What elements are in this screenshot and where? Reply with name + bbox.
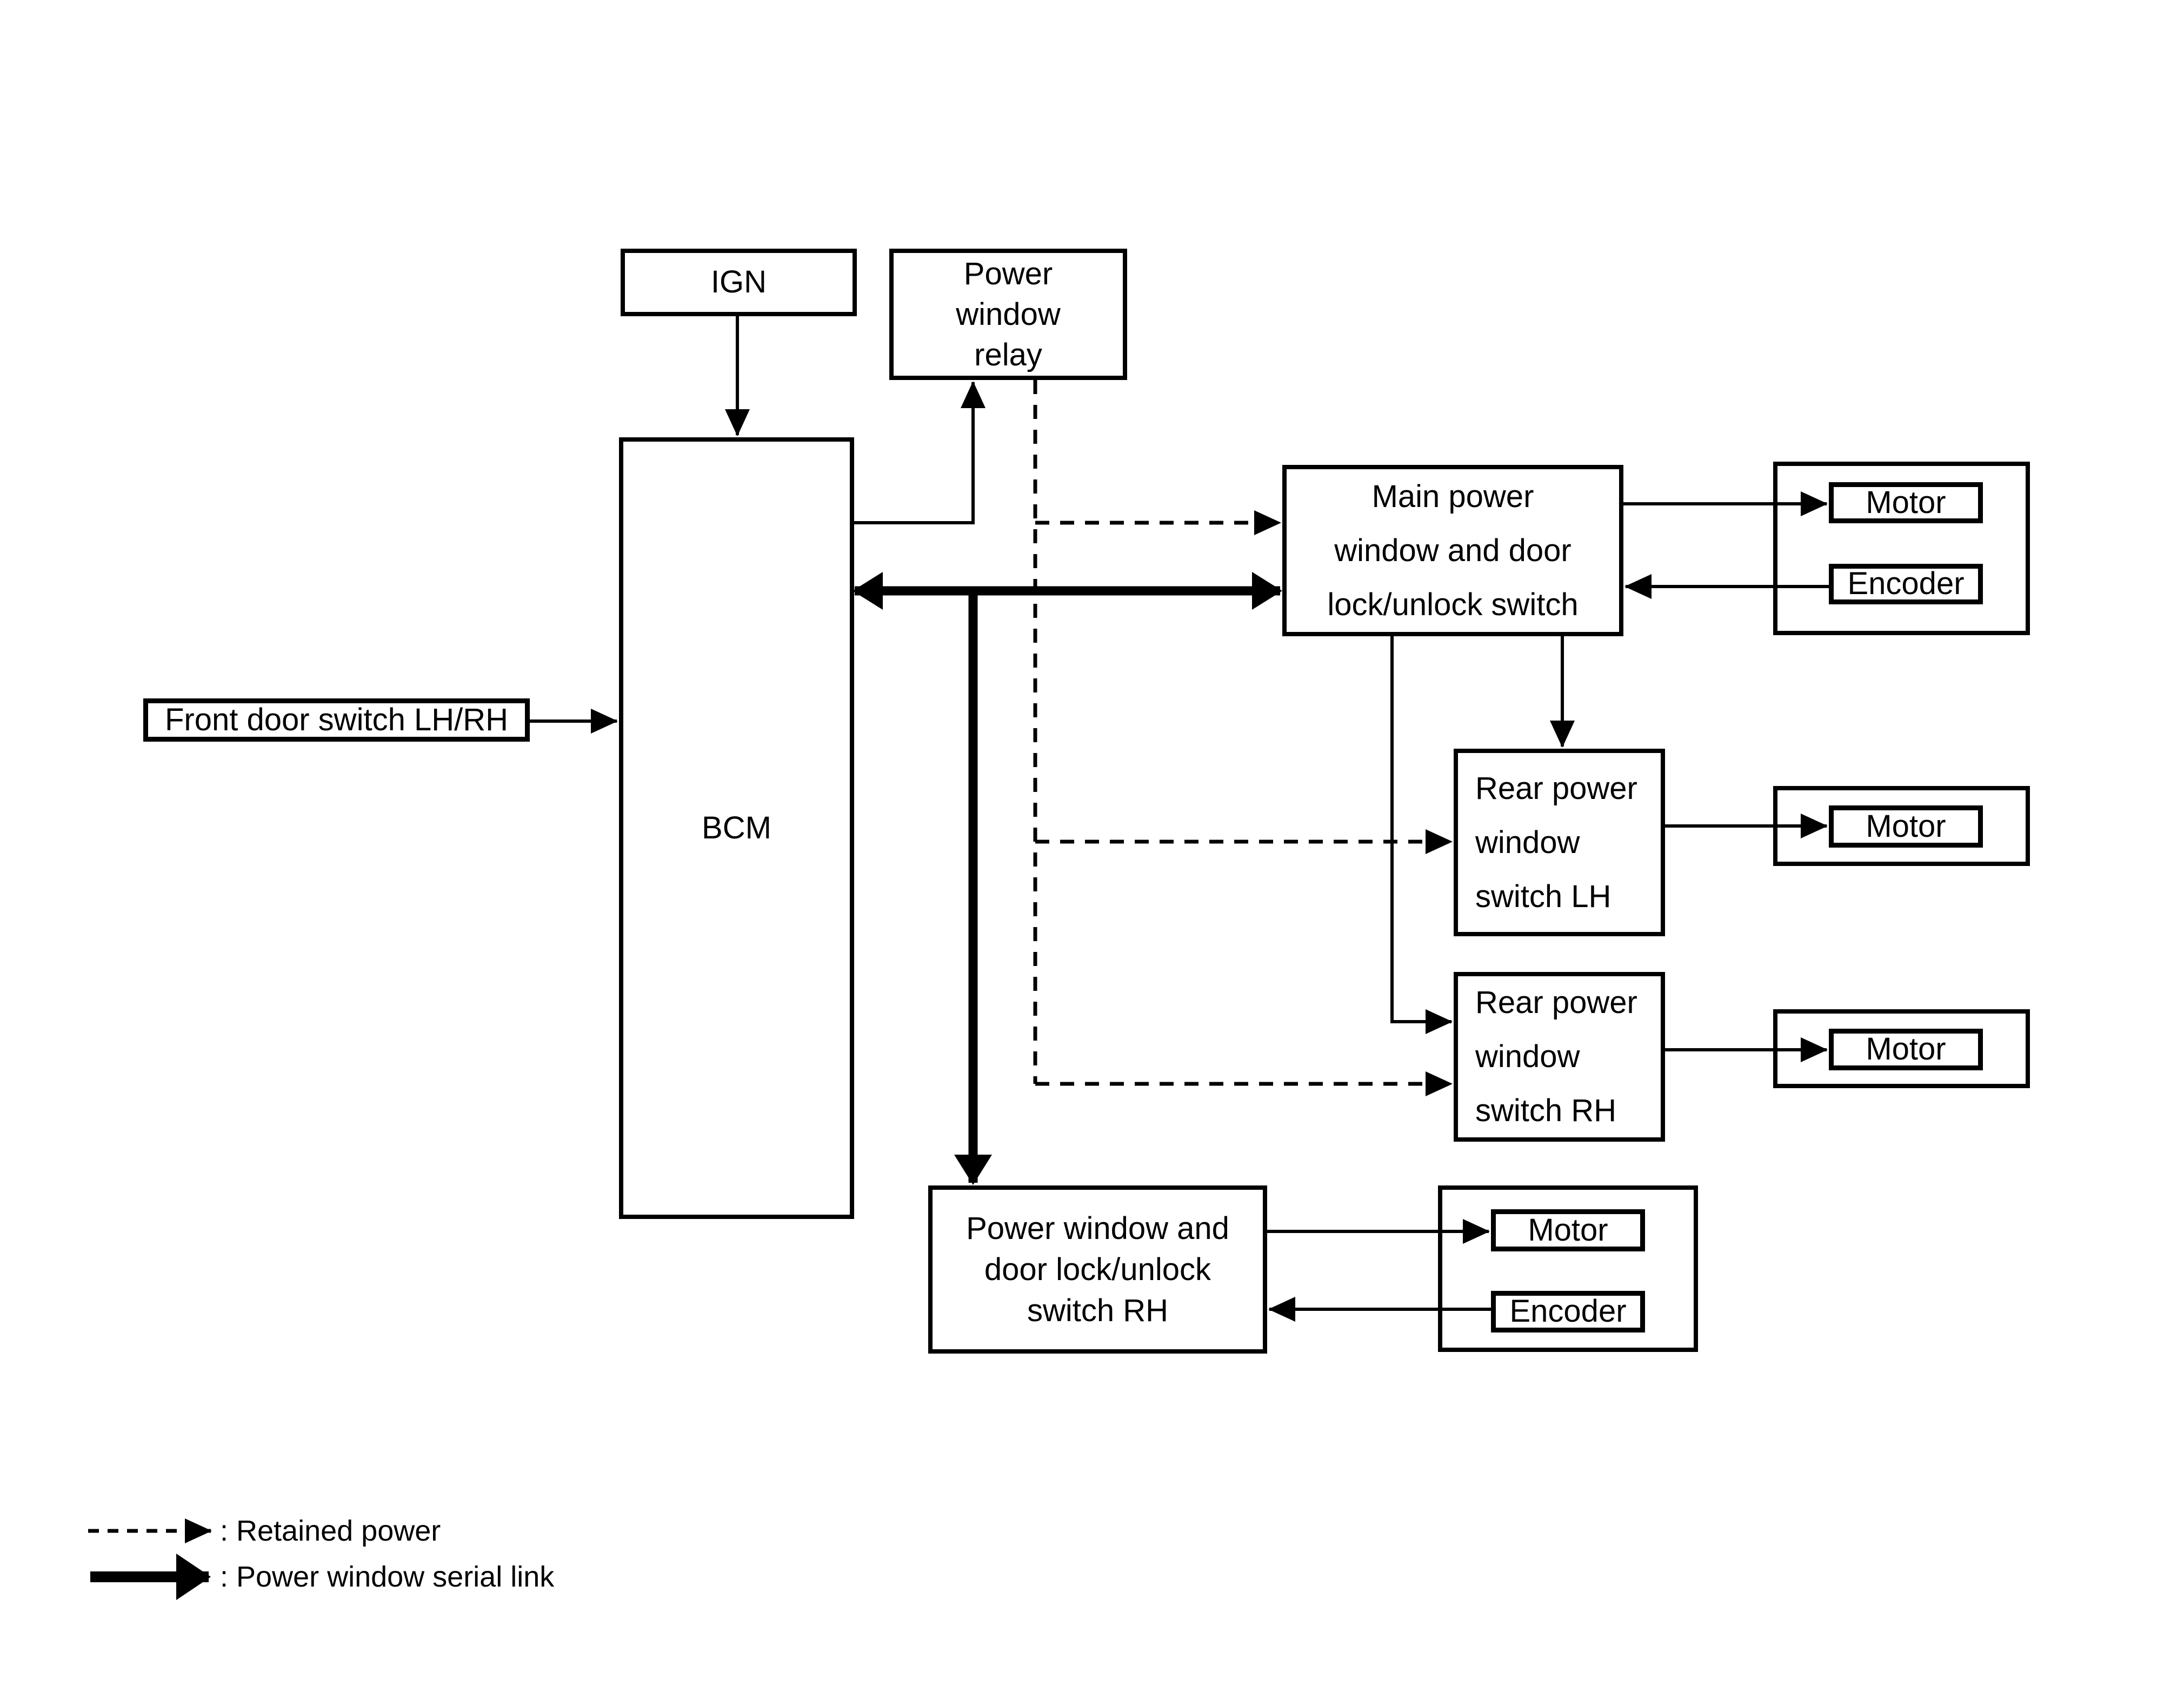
node-motor-rh: Motor: [1491, 1209, 1645, 1251]
node-motor-main: Motor: [1829, 482, 1983, 523]
node-rh-switch: Power window and door lock/unlock switch…: [928, 1185, 1267, 1354]
node-motor-rear-lh: Motor: [1829, 805, 1983, 848]
motor-assembly-rh: [1438, 1185, 1698, 1352]
node-ign-label: IGN: [710, 264, 767, 300]
node-motor-rear-lh-label: Motor: [1866, 808, 1946, 844]
node-main-switch: Main power window and door lock/unlock s…: [1282, 465, 1623, 636]
node-motor-rh-label: Motor: [1528, 1212, 1608, 1248]
node-motor-main-label: Motor: [1866, 484, 1946, 520]
legend-serial-label: : Power window serial link: [220, 1561, 555, 1593]
node-rh-switch-label: Power window and door lock/unlock switch…: [966, 1210, 1229, 1328]
edge-main-switch-to-rear-rh: [1390, 636, 1453, 1034]
node-rear-switch-rh-label: Rear power window switch RH: [1475, 985, 1637, 1128]
node-power-window-relay-label: Power window relay: [956, 256, 1061, 372]
node-front-door-switch: Front door switch LH/RH: [143, 698, 530, 742]
legend-retained-label: : Retained power: [220, 1515, 441, 1547]
motor-assembly-rear-rh: [1773, 1009, 2030, 1088]
node-rear-switch-lh: Rear power window switch LH: [1454, 749, 1665, 936]
node-encoder-rh: Encoder: [1491, 1291, 1645, 1332]
node-motor-rear-rh-label: Motor: [1866, 1031, 1946, 1067]
node-bcm-label: BCM: [702, 810, 771, 845]
node-ign: IGN: [621, 249, 857, 316]
motor-assembly-main: [1773, 462, 2030, 635]
node-encoder-main: Encoder: [1829, 564, 1983, 604]
edge-bcm-to-relay: [854, 381, 986, 524]
node-encoder-main-label: Encoder: [1847, 566, 1965, 602]
node-power-window-relay: Power window relay: [889, 249, 1127, 380]
node-rear-switch-rh: Rear power window switch RH: [1454, 972, 1665, 1142]
motor-assembly-rear-lh: [1773, 786, 2030, 866]
node-motor-rear-rh: Motor: [1829, 1029, 1983, 1070]
node-main-switch-label: Main power window and door lock/unlock s…: [1327, 478, 1579, 622]
node-bcm: BCM: [619, 437, 854, 1219]
node-rear-switch-lh-label: Rear power window switch LH: [1475, 770, 1637, 914]
node-encoder-rh-label: Encoder: [1509, 1294, 1627, 1329]
node-front-door-switch-label: Front door switch LH/RH: [165, 702, 508, 737]
